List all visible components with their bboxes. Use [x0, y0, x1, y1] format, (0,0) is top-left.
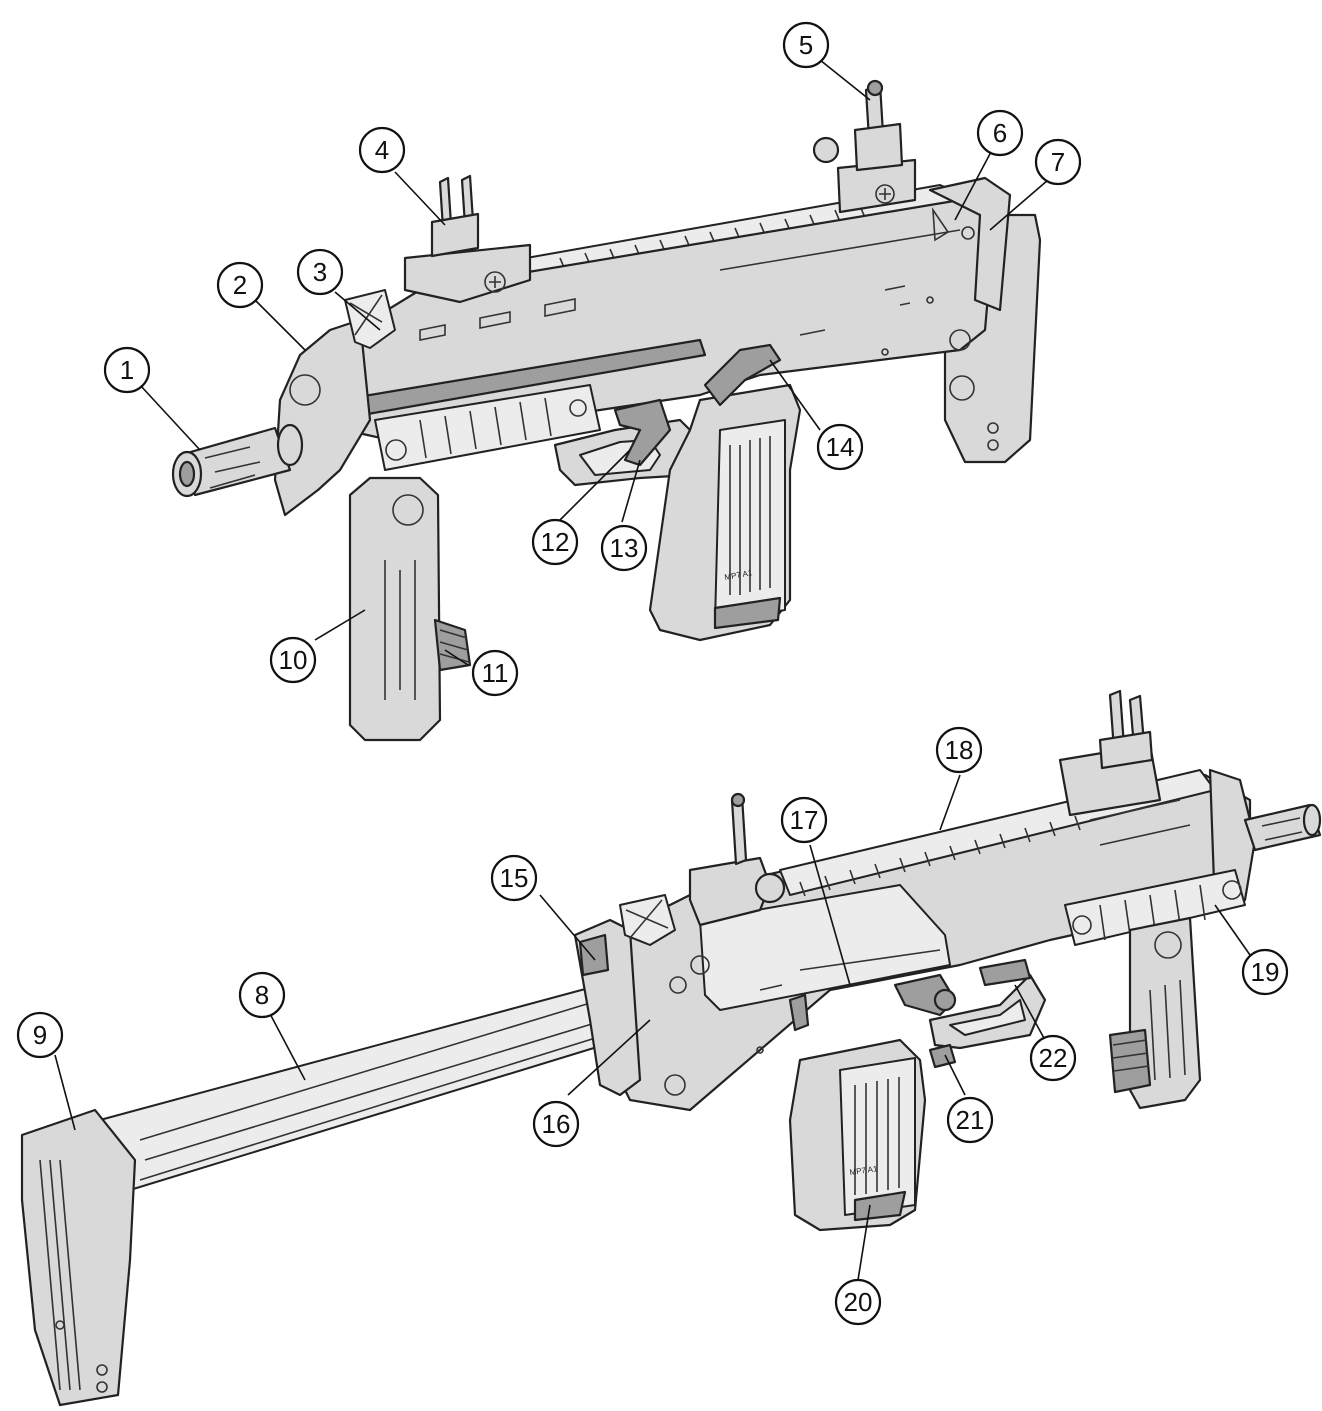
- rear-sight: [812, 79, 917, 214]
- foregrip-lower: [1108, 916, 1202, 1110]
- callout-17: 17: [780, 796, 828, 844]
- stock-rods: [99, 984, 621, 1191]
- svg-text:9: 9: [33, 1020, 47, 1050]
- svg-text:8: 8: [255, 980, 269, 1010]
- callout-13: 13: [600, 524, 648, 572]
- callout-1: 1: [103, 346, 151, 394]
- svg-text:4: 4: [375, 135, 389, 165]
- callout-3: 3: [296, 248, 344, 296]
- svg-text:6: 6: [993, 118, 1007, 148]
- flash-hider: [171, 423, 304, 498]
- svg-text:12: 12: [541, 527, 570, 557]
- svg-text:7: 7: [1051, 147, 1065, 177]
- rail-ribs: [559, 205, 867, 273]
- callout-21: 21: [946, 1096, 994, 1144]
- svg-text:2: 2: [233, 270, 247, 300]
- ejection-cover: [699, 884, 951, 1011]
- flash-hider-lower: [1243, 803, 1322, 852]
- svg-text:17: 17: [790, 805, 819, 835]
- svg-text:11: 11: [482, 658, 509, 688]
- svg-text:15: 15: [500, 863, 529, 893]
- rear-sight-lower: [688, 792, 786, 927]
- svg-text:20: 20: [844, 1287, 873, 1317]
- callout-22: 22: [1029, 1034, 1077, 1082]
- trigger-group-lower: [893, 958, 1047, 1069]
- callout-19: 19: [1241, 948, 1289, 996]
- callout-4: 4: [358, 126, 406, 174]
- svg-text:21: 21: [956, 1105, 985, 1135]
- callout-9: 9: [16, 1011, 64, 1059]
- svg-text:10: 10: [279, 645, 308, 675]
- front-sight-lower: [1058, 689, 1162, 817]
- svg-text:5: 5: [799, 30, 813, 60]
- callout-10: 10: [269, 636, 317, 684]
- callout-15: 15: [490, 854, 538, 902]
- selector-lever: [703, 343, 782, 407]
- svg-text:14: 14: [826, 432, 855, 462]
- callout-2: 2: [216, 261, 264, 309]
- leader-lines: [54, 59, 1251, 1281]
- callout-16: 16: [532, 1100, 580, 1148]
- front-sight: [403, 174, 532, 304]
- svg-text:19: 19: [1251, 957, 1280, 987]
- lower-rail: [374, 384, 601, 471]
- callout-14: 14: [816, 423, 864, 471]
- grip-marking-bottom: MP7 A1: [849, 1164, 879, 1177]
- svg-text:13: 13: [610, 533, 639, 563]
- svg-text:1: 1: [120, 355, 134, 385]
- foregrip: [348, 476, 472, 742]
- svg-text:18: 18: [945, 735, 974, 765]
- callout-18: 18: [935, 726, 983, 774]
- pistol-grip: MP7 A1: [648, 383, 802, 642]
- svg-text:22: 22: [1039, 1043, 1068, 1073]
- callout-11: 11: [471, 649, 519, 697]
- weapon-top-view: MP7 A1: [171, 79, 1042, 742]
- front-end-plate: [273, 318, 372, 517]
- svg-text:16: 16: [542, 1109, 571, 1139]
- callout-5: 5: [782, 21, 830, 69]
- weapon-bottom-view: MP7 A1: [20, 689, 1322, 1407]
- svg-text:3: 3: [313, 257, 327, 287]
- callout-8: 8: [238, 971, 286, 1019]
- callout-20: 20: [834, 1278, 882, 1326]
- rear-cap: [928, 176, 1012, 312]
- callouts: 1 2 3 4 5 6 7 8 9 10 11 12 13 14 15 16 1…: [16, 21, 1289, 1326]
- butt-plate: [20, 1108, 137, 1407]
- callout-7: 7: [1034, 138, 1082, 186]
- callout-6: 6: [976, 109, 1024, 157]
- callout-12: 12: [531, 518, 579, 566]
- pistol-grip-lower: MP7 A1: [788, 1038, 927, 1232]
